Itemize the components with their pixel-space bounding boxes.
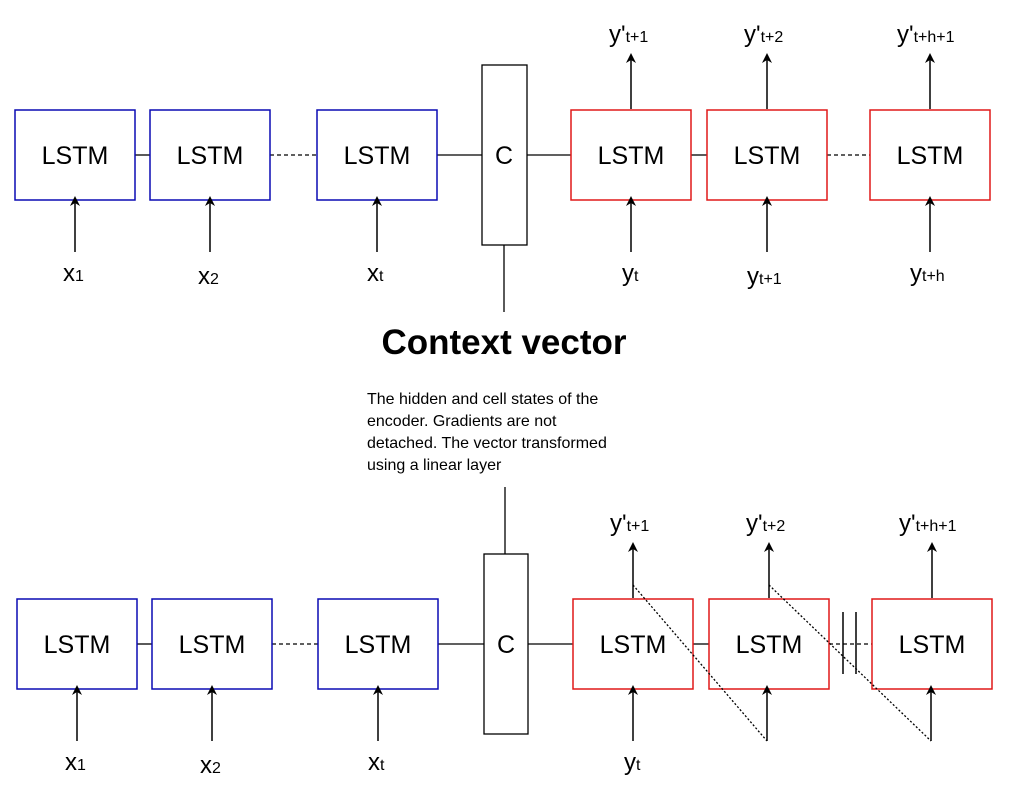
top-input-label-2: x2 (198, 263, 219, 290)
top-input-label-1: x1 (63, 260, 84, 287)
bottom-input-label-2: x2 (200, 752, 221, 779)
top-decoder-lstm-h-label: LSTM (897, 142, 964, 170)
top-decoder-input-label-h: yt+h (910, 260, 945, 287)
top-context-label: C (495, 142, 513, 170)
description-line-4: using a linear layer (367, 457, 502, 474)
top-decoder-lstm-2-label: LSTM (734, 142, 801, 170)
top-encoder-lstm-1-label: LSTM (42, 142, 109, 170)
bottom-encoder-lstm-2 (151, 598, 273, 690)
top-decoder-input-label-1: yt (622, 260, 639, 287)
bottom-context-box (483, 553, 529, 735)
top-encoder-lstm-2 (149, 109, 271, 201)
top-output-label-2: y't+2 (744, 21, 783, 48)
top-decoder-lstm-1-label: LSTM (598, 142, 665, 170)
top-decoder-lstm-2 (706, 109, 828, 201)
top-context-box (481, 64, 528, 246)
top-encoder-lstm-2-label: LSTM (177, 142, 244, 170)
bottom-decoder-lstm-1-label: LSTM (600, 631, 667, 659)
top-input-label-t: xt (367, 260, 384, 287)
top-decoder-lstm-1 (570, 109, 692, 201)
bottom-context-label: C (497, 631, 515, 659)
top-decoder-input-label-2: yt+1 (747, 263, 782, 290)
bottom-encoder-lstm-t (317, 598, 439, 690)
description-line-2: encoder. Gradients are not (367, 413, 557, 430)
bottom-row: LSTM LSTM LSTM C LSTM LSTM LSTM x1 x2 xt (16, 487, 993, 779)
bottom-output-label-1: y't+1 (610, 510, 649, 537)
top-decoder-lstm-h (869, 109, 991, 201)
bottom-decoder-lstm-h-label: LSTM (899, 631, 966, 659)
bottom-input-label-t: xt (368, 749, 385, 776)
top-encoder-lstm-t-label: LSTM (344, 142, 411, 170)
top-encoder-lstm-1 (14, 109, 136, 201)
bottom-decoder-lstm-1 (572, 598, 694, 690)
bottom-encoder-lstm-1-label: LSTM (44, 631, 111, 659)
top-encoder-lstm-t (316, 109, 438, 201)
bottom-decoder-lstm-2-label: LSTM (736, 631, 803, 659)
bottom-input-label-1: x1 (65, 749, 86, 776)
top-output-label-1: y't+1 (609, 21, 648, 48)
bottom-encoder-lstm-2-label: LSTM (179, 631, 246, 659)
bottom-output-label-h: y't+h+1 (899, 510, 957, 537)
bottom-decoder-input-label-1: yt (624, 749, 641, 776)
description-line-1: The hidden and cell states of the (367, 391, 598, 408)
bottom-decoder-lstm-h (871, 598, 993, 690)
description-line-3: detached. The vector transformed (367, 435, 607, 452)
top-row: LSTM LSTM LSTM C LSTM LSTM LSTM x1 x2 xt… (14, 21, 991, 312)
feedback-dotted-line-2 (768, 584, 932, 742)
bottom-output-label-2: y't+2 (746, 510, 785, 537)
bottom-encoder-lstm-t-label: LSTM (345, 631, 412, 659)
bottom-decoder-lstm-2 (708, 598, 830, 690)
top-output-label-h: y't+h+1 (897, 21, 955, 48)
bottom-encoder-lstm-1 (16, 598, 138, 690)
context-vector-title: Context vector (381, 323, 626, 362)
context-description: The hidden and cell states of the encode… (367, 391, 607, 474)
